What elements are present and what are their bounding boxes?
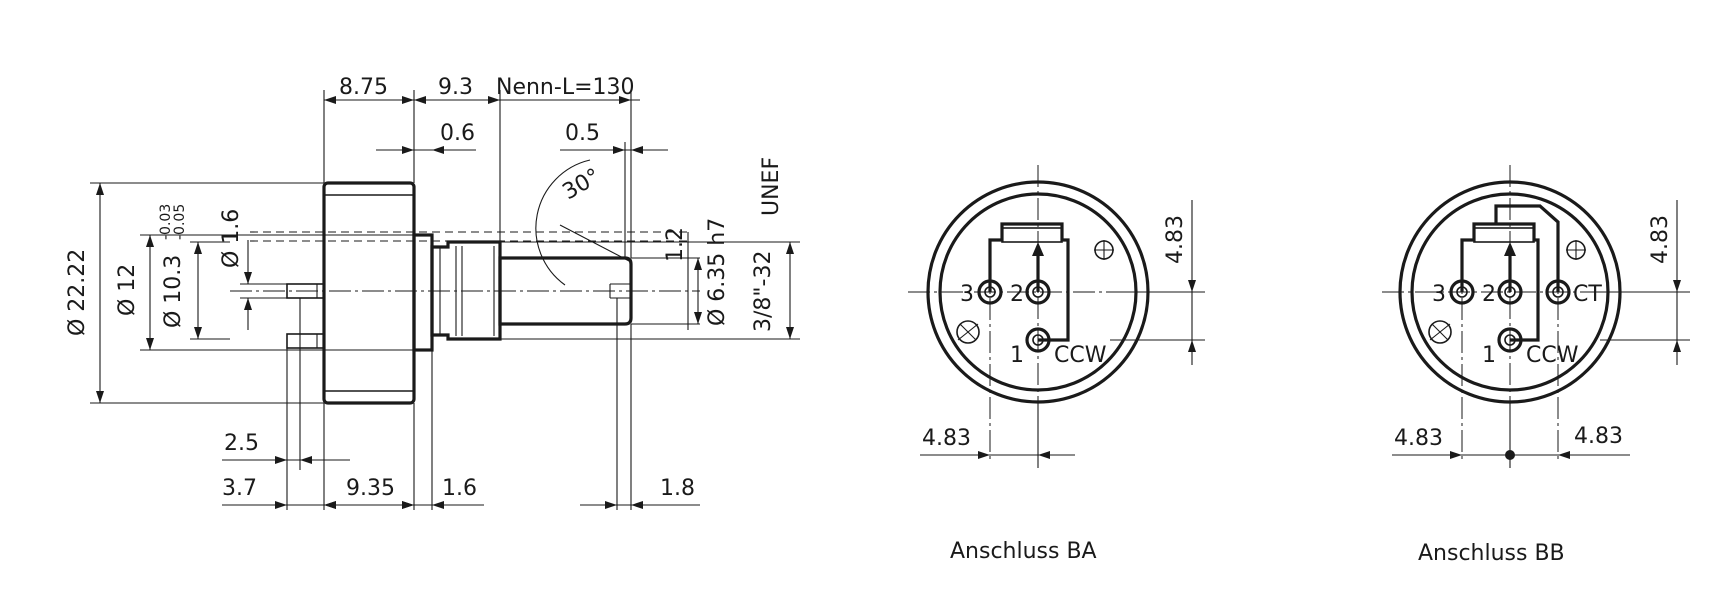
bb-pin-1-label: 1	[1482, 343, 1496, 368]
bb-ct-label: CT	[1573, 282, 1602, 307]
ba-dim-right: 4.83	[1163, 215, 1188, 264]
dim-d10-3-tol-upper: -0.03	[158, 204, 174, 240]
ba-pin-1	[1025, 327, 1051, 353]
bb-ccw-label: CCW	[1526, 343, 1579, 368]
dim-2-5: 2.5	[224, 431, 259, 456]
ba-dim-bottom: 4.83	[922, 426, 971, 451]
dim-d22-22: Ø 22.22	[65, 249, 90, 336]
dim-8-75: 8.75	[339, 75, 388, 100]
dim-thread: 3/8"-32	[751, 251, 776, 332]
bb-dim-bottom-right: 4.83	[1574, 424, 1623, 449]
dim-d10-3-tol-lower: -0.05	[172, 204, 188, 240]
side-view: 8.75 9.3 Nenn-L=130 0.6 0.5 30° 1.2 Ø 6.…	[65, 75, 800, 510]
bb-pin-ct	[1545, 279, 1571, 305]
dim-d1-6: Ø 1.6	[219, 209, 244, 268]
housing-body	[322, 181, 416, 405]
ba-pin-2	[1025, 279, 1051, 305]
dim-1-6: 1.6	[442, 476, 477, 501]
bb-dim-right: 4.83	[1648, 215, 1673, 264]
ba-caption: Anschluss BA	[950, 539, 1097, 564]
dim-nenn-l: Nenn-L=130	[496, 75, 635, 100]
bb-pin-1	[1497, 327, 1523, 353]
ba-pin-3	[977, 279, 1003, 305]
shaft	[498, 256, 633, 326]
view-ba: 3 2 1 CCW 4.83 4.83 Anschluss BA	[908, 165, 1205, 564]
ba-resistor	[1001, 227, 1063, 243]
dim-d12: Ø 12	[115, 264, 140, 316]
ba-pin-2-label: 2	[1010, 282, 1024, 307]
ba-mount-mark-bottom	[956, 320, 980, 344]
dim-9-35: 9.35	[346, 476, 395, 501]
bb-pin-3-label: 3	[1432, 282, 1446, 307]
dim-1-8: 1.8	[660, 476, 695, 501]
dim-d10-3: Ø 10.3	[161, 255, 186, 328]
bb-pin-3	[1449, 279, 1475, 305]
bb-pin-2	[1497, 279, 1523, 305]
ba-ccw-label: CCW	[1054, 343, 1107, 368]
ba-pin-1-label: 1	[1010, 343, 1024, 368]
dim-0-5: 0.5	[565, 121, 600, 146]
dim-9-3: 9.3	[438, 75, 473, 100]
dim-3-7: 3.7	[222, 476, 257, 501]
bb-mount-mark-bottom	[1428, 320, 1452, 344]
dim-unef: UNEF	[759, 157, 784, 216]
dim-30-deg: 30°	[559, 164, 605, 205]
bb-caption: Anschluss BB	[1418, 541, 1565, 566]
mounting-flange	[412, 233, 434, 352]
dim-1-2: 1.2	[663, 227, 688, 262]
dim-0-6: 0.6	[440, 121, 475, 146]
terminal-pin-lower	[286, 333, 325, 349]
ba-pin-3-label: 3	[960, 282, 974, 307]
view-bb: 3 2 CT 1 CCW 4.83 4.83 4.83 Anschluss BB	[1382, 165, 1690, 566]
bb-dim-bottom-left: 4.83	[1394, 426, 1443, 451]
bb-pin-2-label: 2	[1482, 282, 1496, 307]
bb-resistor	[1473, 227, 1535, 243]
dim-6-35: Ø 6.35 h7	[705, 218, 730, 326]
